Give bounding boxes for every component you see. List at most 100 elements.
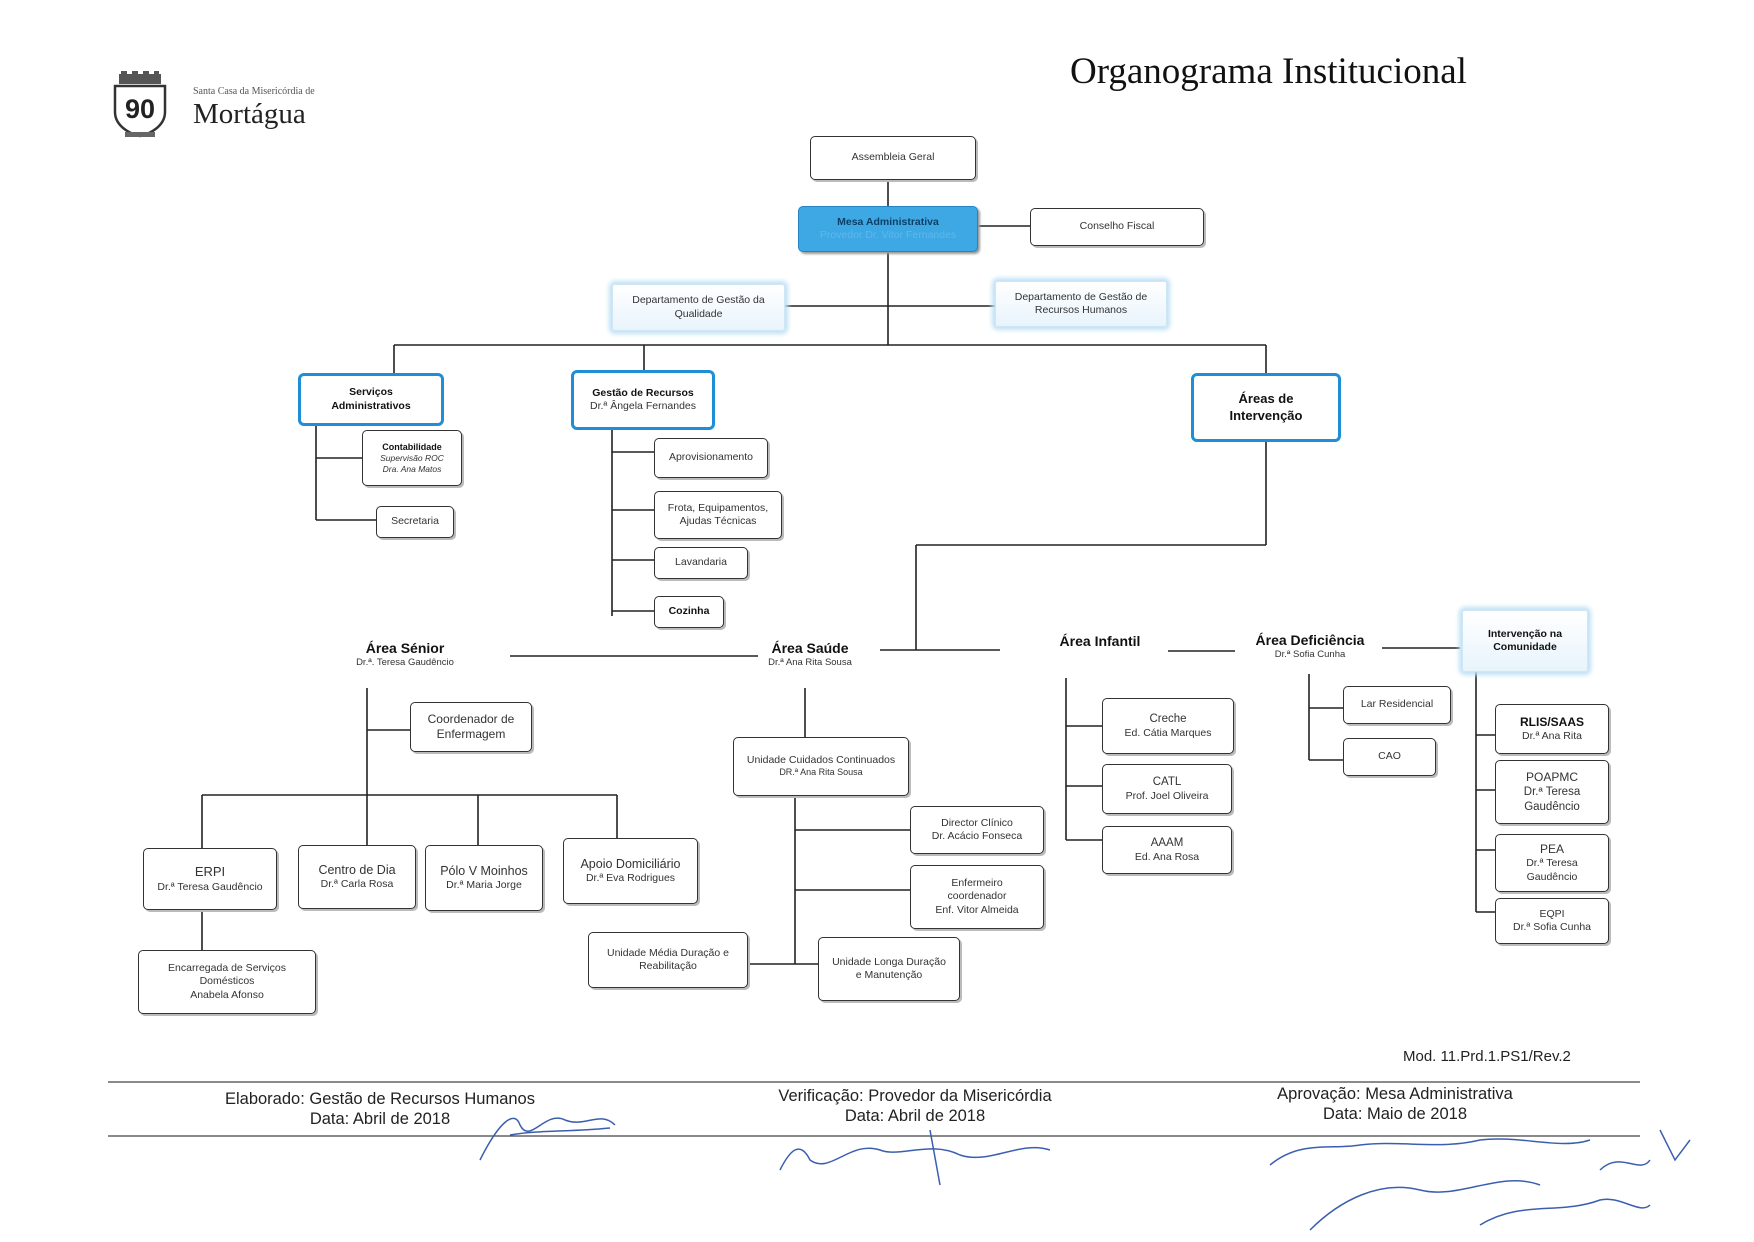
node-sublabel: Enf. Vitor Almeida [935, 903, 1019, 916]
footer-aprovacao-label: Aprovação: Mesa Administrativa [1277, 1085, 1513, 1103]
node-catl[interactable]: CATL Prof. Joel Oliveira [1102, 764, 1232, 814]
node-label: Unidade Média Duração e [607, 946, 729, 959]
node-sublabel: Dra. Ana Matos [382, 463, 442, 474]
heading-label: Área Sénior [365, 640, 445, 656]
node-sublabel: Administrativos [331, 399, 411, 412]
heading-area-deficiencia: Área Deficiência Dr.ª Sofia Cunha [1245, 632, 1375, 660]
node-label: Assembleia Geral [851, 151, 935, 164]
node-label: Encarregada de Serviços [168, 962, 286, 975]
node-label: Lar Residencial [1360, 698, 1434, 711]
footer-elaborado: Elaborado: Gestão de Recursos Humanos Da… [200, 1090, 560, 1130]
node-unidade-longa-duracao[interactable]: Unidade Longa Duração e Manutenção [818, 937, 960, 1001]
node-label: Secretaria [391, 515, 439, 528]
node-label: Serviços [349, 386, 393, 399]
node-apoio-domiciliario[interactable]: Apoio Domiciliário Dr.ª Eva Rodrigues [563, 838, 698, 904]
node-frota-equipamentos[interactable]: Frota, Equipamentos, Ajudas Técnicas [654, 491, 782, 539]
node-label: Departamento de Gestão de [1014, 290, 1148, 303]
node-poapmc[interactable]: POAPMC Dr.ª Teresa Gaudêncio [1495, 760, 1609, 824]
node-sublabel: Qualidade [674, 307, 723, 320]
logo-subtitle: Santa Casa da Misericórdia de [193, 86, 315, 97]
node-conselho-fiscal[interactable]: Conselho Fiscal [1030, 208, 1204, 246]
node-rlis-saas[interactable]: RLIS/SAAS Dr.ª Ana Rita [1495, 704, 1609, 754]
node-sublabel: Dr.ª Maria Jorge [446, 879, 522, 892]
node-label: Áreas de [1238, 391, 1294, 407]
institution-logo-icon: 90 [113, 71, 167, 138]
heading-area-saude: Área Saúde Dr.ª Ana Rita Sousa [750, 640, 870, 668]
node-sublabel: Reabilitação [639, 960, 697, 972]
node-sublabel: Ed. Cátia Marques [1124, 726, 1212, 739]
heading-area-infantil: Área Infantil [1040, 633, 1160, 650]
node-sublabel: Dr.ª Eva Rodrigues [585, 872, 676, 885]
node-encarregada-servicos-domesticos[interactable]: Encarregada de Serviços Domésticos Anabe… [138, 950, 316, 1014]
node-aprovisionamento[interactable]: Aprovisionamento [654, 438, 768, 478]
node-director-clinico[interactable]: Director Clínico Dr. Acácio Fonseca [910, 806, 1044, 854]
node-gestao-recursos[interactable]: Gestão de Recursos Dr.ª Ângela Fernandes [571, 370, 715, 430]
node-polo-moinhos[interactable]: Pólo V Moinhos Dr.ª Maria Jorge [425, 845, 543, 911]
signature-scribbles [479, 1117, 1691, 1231]
node-sublabel: Dr.ª Ângela Fernandes [589, 400, 697, 412]
node-label: POAPMC [1525, 770, 1578, 785]
node-label: Pólo V Moinhos [440, 863, 528, 878]
node-pea[interactable]: PEA Dr.ª Teresa Gaudêncio [1495, 834, 1609, 892]
node-contabilidade[interactable]: Contabilidade Supervisão ROC Dra. Ana Ma… [362, 430, 462, 486]
node-centro-dia[interactable]: Centro de Dia Dr.ª Carla Rosa [298, 845, 416, 909]
node-lavandaria[interactable]: Lavandaria [654, 547, 748, 579]
node-label: Apoio Domiciliário [580, 856, 681, 871]
node-label: Aprovisionamento [668, 451, 754, 464]
node-unidade-media-duracao[interactable]: Unidade Média Duração e Reabilitação [588, 932, 748, 988]
node-creche[interactable]: Creche Ed. Cátia Marques [1102, 698, 1234, 754]
node-sublabel: Comunidade [1493, 641, 1557, 653]
document-code: Mod. 11.Prd.1.PS1/Rev.2 [1403, 1048, 1571, 1065]
node-sublabel: coordenador [947, 890, 1007, 903]
node-departamento-qualidade[interactable]: Departamento de Gestão da Qualidade [612, 284, 785, 331]
node-sublabel: Gaudêncio [1524, 800, 1580, 813]
node-areas-intervencao[interactable]: Áreas de Intervenção [1191, 373, 1341, 442]
node-aaam[interactable]: AAAM Ed. Ana Rosa [1102, 826, 1232, 874]
node-label: Unidade Cuidados Continuados [746, 754, 896, 767]
node-label: Contabilidade [382, 441, 442, 452]
node-enfermeiro-coordenador[interactable]: Enfermeiro coordenador Enf. Vitor Almeid… [910, 865, 1044, 929]
node-sublabel: Dr. Acácio Fonseca [931, 830, 1023, 842]
node-label: AAAM [1150, 837, 1184, 850]
node-label: Unidade Longa Duração [832, 955, 946, 968]
heading-sublabel: Dr.ª Sofia Cunha [1274, 648, 1346, 660]
node-cao[interactable]: CAO [1343, 738, 1436, 776]
node-sublabel: Supervisão ROC [380, 453, 444, 463]
heading-area-senior: Área Sénior Dr.ª. Teresa Gaudêncio [330, 640, 480, 668]
footer-elaborado-date: Data: Abril de 2018 [309, 1109, 451, 1128]
heading-label: Área Saúde [771, 640, 849, 656]
logo-name: Mortágua [193, 98, 306, 130]
node-assembleia-geral[interactable]: Assembleia Geral [810, 136, 976, 180]
footer-verificacao-date: Data: Abril de 2018 [844, 1106, 986, 1125]
node-lar-residencial[interactable]: Lar Residencial [1343, 686, 1451, 724]
node-sublabel: Prof. Joel Oliveira [1125, 789, 1209, 802]
node-sublabel: Anabela Afonso [190, 988, 264, 1001]
node-label: Cozinha [668, 605, 710, 618]
node-label: Centro de Dia [318, 862, 396, 877]
node-cozinha[interactable]: Cozinha [654, 596, 724, 628]
node-label: PEA [1539, 842, 1564, 857]
node-sublabel: Ed. Ana Rosa [1134, 850, 1200, 863]
node-erpi[interactable]: ERPI Dr.ª Teresa Gaudêncio [143, 848, 277, 910]
node-sublabel: Dr.ª Sofia Cunha [1512, 921, 1591, 933]
footer-aprovacao-date: Data: Maio de 2018 [1322, 1104, 1467, 1123]
node-coordenador-enfermagem[interactable]: Coordenador de Enfermagem [410, 702, 532, 752]
node-servicos-administrativos[interactable]: Serviços Administrativos [298, 373, 444, 426]
node-eqpi[interactable]: EQPI Dr.ª Sofia Cunha [1495, 898, 1609, 944]
node-sublabel: Enfermagem [436, 727, 506, 741]
heading-sublabel: Dr.ª. Teresa Gaudêncio [356, 656, 454, 668]
node-label: EQPI [1539, 907, 1565, 920]
node-label: RLIS/SAAS [1519, 714, 1584, 729]
node-sublabel: Dr.ª Carla Rosa [320, 878, 394, 891]
node-label: Coordenador de [427, 712, 515, 726]
node-intervencao-comunidade[interactable]: Intervenção na Comunidade [1462, 610, 1588, 672]
node-sublabel: e Manutenção [855, 969, 923, 981]
node-unidade-cuidados-continuados[interactable]: Unidade Cuidados Continuados DR.ª Ana Ri… [733, 737, 909, 796]
node-departamento-recursos-humanos[interactable]: Departamento de Gestão de Recursos Human… [995, 281, 1167, 327]
node-label: CAO [1378, 750, 1401, 763]
node-secretaria[interactable]: Secretaria [376, 506, 454, 538]
node-mesa-administrativa[interactable]: Mesa Administrativa Provedor Dr. Vitor F… [798, 206, 978, 252]
node-label: Gestão de Recursos [592, 386, 694, 399]
node-sublabel: Recursos Humanos [1034, 304, 1128, 316]
node-label: Conselho Fiscal [1079, 220, 1155, 233]
